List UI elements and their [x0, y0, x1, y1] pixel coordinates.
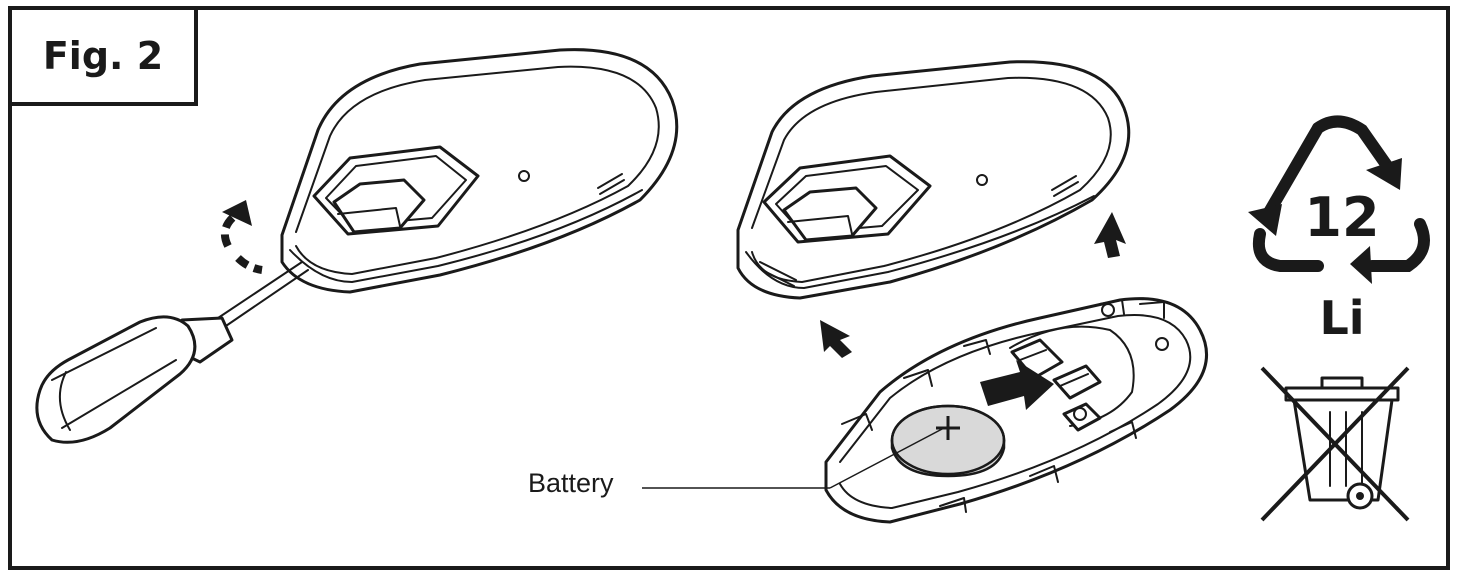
- rotate-arrow-icon: [221, 200, 263, 274]
- recycling-symbol-icon: 12 Li: [1248, 115, 1430, 345]
- battery: [890, 404, 1006, 478]
- figure-frame: [8, 6, 1450, 570]
- remote-top-cover: [736, 60, 1131, 300]
- recycling-code: 12: [1304, 186, 1379, 249]
- insert-arrow-icon: [980, 360, 1054, 410]
- crossed-out-bin-icon: [1260, 366, 1410, 522]
- lift-arrow-icon: [820, 212, 1126, 358]
- battery-label: Battery: [528, 468, 614, 498]
- battery-callout: Battery: [528, 427, 945, 498]
- remote-base: [824, 297, 1208, 524]
- recycling-material: Li: [1319, 291, 1364, 345]
- figure-label: Fig. 2: [8, 6, 198, 106]
- remote-closed: [280, 48, 679, 294]
- screwdriver-icon: [35, 261, 309, 444]
